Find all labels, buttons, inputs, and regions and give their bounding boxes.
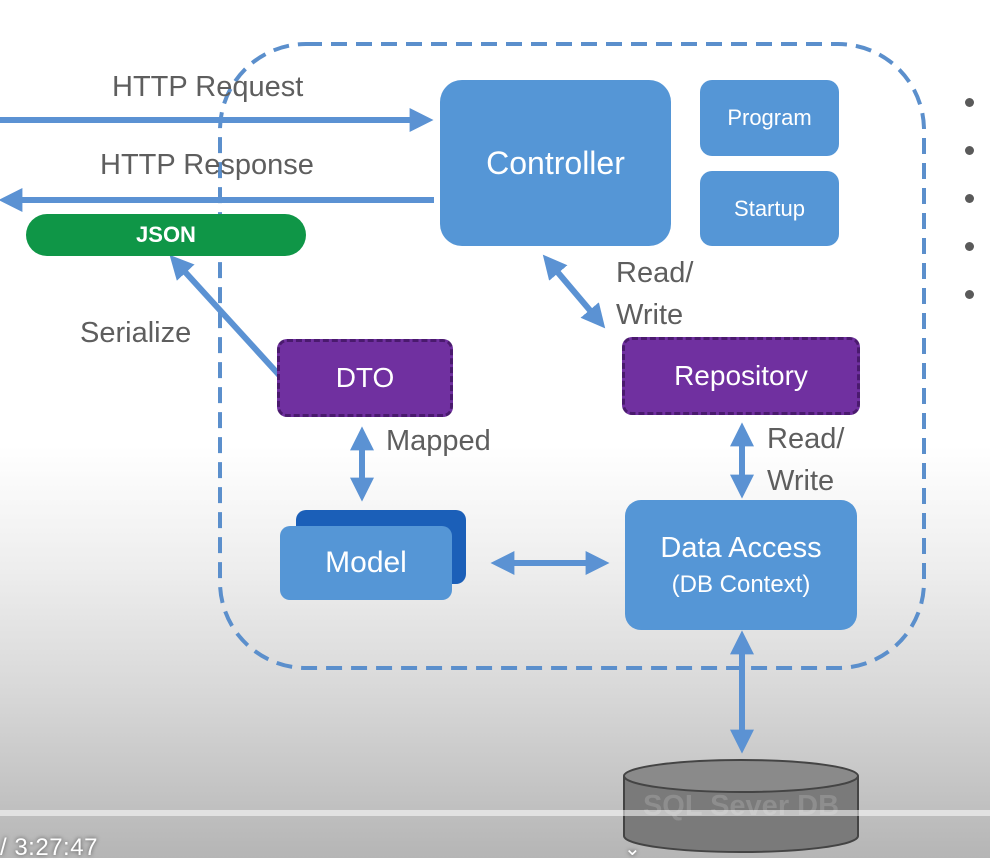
serialize-label: Serialize xyxy=(80,317,192,349)
video-progress-bar[interactable] xyxy=(0,810,990,816)
data-access-label: Data Access xyxy=(660,531,822,564)
dto-box: DTO xyxy=(277,339,453,417)
repository-box: Repository xyxy=(622,337,860,415)
controller-repository-arrow xyxy=(542,254,606,329)
list-bullet xyxy=(965,146,974,155)
serialize-arrow xyxy=(169,254,283,379)
program-box: Program xyxy=(700,80,839,156)
repository-label: Repository xyxy=(674,360,808,391)
list-bullet xyxy=(965,98,974,107)
dto-label: DTO xyxy=(335,362,395,393)
model-box: Model xyxy=(280,526,452,600)
mapped-label: Mapped xyxy=(386,425,491,457)
list-bullet xyxy=(965,242,974,251)
json-pill: JSON xyxy=(26,214,306,256)
application-boundary xyxy=(218,42,926,670)
read-write-bottom-line1: Read/ xyxy=(767,423,845,455)
startup-label: Startup xyxy=(734,195,805,221)
controller-label: Controller xyxy=(486,144,625,181)
read-write-bottom-label: Read/ Write xyxy=(767,418,844,502)
read-write-top-line1: Read/ xyxy=(616,257,694,289)
startup-box: Startup xyxy=(700,171,839,246)
http-request-label: HTTP Request xyxy=(112,71,304,103)
data-access-box: Data Access (DB Context) xyxy=(625,500,857,630)
read-write-bottom-line2: Write xyxy=(767,465,835,498)
controller-box: Controller xyxy=(440,80,671,246)
model-label: Model xyxy=(325,546,407,579)
chevron-down-icon[interactable]: ⌄ xyxy=(624,838,641,860)
db-context-label: (DB Context) xyxy=(671,570,811,598)
list-bullet xyxy=(965,194,974,203)
program-label: Program xyxy=(727,105,812,130)
list-bullet xyxy=(965,290,974,299)
json-label: JSON xyxy=(136,222,196,247)
video-time-display: / 3:27:47 xyxy=(0,834,98,861)
read-write-top-label: Read/ Write xyxy=(616,252,693,336)
sql-db-label: SQL Sever DB xyxy=(642,790,840,822)
http-response-label: HTTP Response xyxy=(100,149,314,181)
read-write-top-line2: Write xyxy=(616,299,684,332)
